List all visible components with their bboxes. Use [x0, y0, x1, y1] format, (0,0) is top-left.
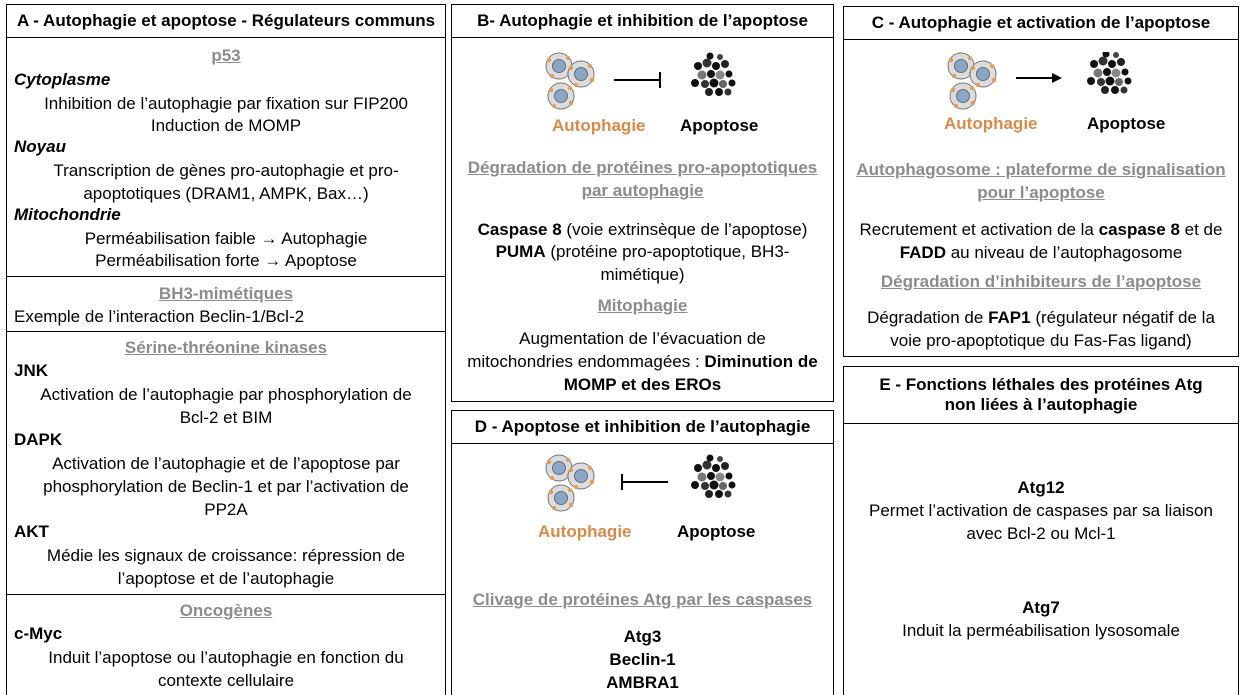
mitophagie-heading: Mitophagie	[597, 296, 688, 315]
panel-a-kinases-box: Sérine-thréonine kinases JNK Activation …	[6, 331, 446, 595]
panel-a-title: A - Autophagie et apoptose - Régulateurs…	[6, 4, 446, 38]
recrutement-line-1c: et de	[1179, 220, 1223, 239]
panel-d-label-autophagie: Autophagie	[538, 522, 632, 541]
puma-text: (protéine pro-apoptotique, BH3-	[545, 242, 790, 261]
mitophagie-line-1: Augmentation de l’évacuation de	[519, 329, 766, 348]
kinases-heading: Sérine-thréonine kinases	[124, 338, 328, 357]
caspase8-label: Caspase 8	[477, 220, 562, 239]
atg-item: Beclin-1	[609, 650, 676, 669]
puma-label: PUMA	[495, 242, 546, 261]
panel-e-title-line-1: E - Fonctions léthales des protéines Atg	[879, 374, 1203, 394]
autophagie-activates-apoptose-icon	[947, 52, 1132, 110]
panel-b-title: B- Autophagie et inhibition de l’apoptos…	[451, 4, 834, 38]
noyau-label: Noyau	[14, 137, 66, 156]
cytoplasme-line-2: Induction de MOMP	[150, 116, 302, 135]
panel-e-title-line-2: non liées à l’autophagie	[944, 395, 1138, 414]
degradation-line-2: voie pro-apoptotique du Fas-Fas ligand)	[890, 331, 1192, 350]
panel-c-section-1-line-2: pour l’apoptose	[977, 183, 1105, 202]
degradation-line-1a: Dégradation de	[867, 308, 989, 327]
panel-a-p53-box: p53 Cytoplasme Inhibition de l’autophagi…	[6, 37, 446, 277]
bh3-line: Exemple de l’interaction Beclin-1/Bcl-2	[14, 307, 305, 326]
panel-d-box: Autophagie Apoptose Clivage de protéines…	[451, 443, 834, 695]
panel-e-title: E - Fonctions léthales des protéines Atg…	[843, 366, 1239, 424]
panel-c-section-1-line-1: Autophagosome : plateforme de signalisat…	[856, 160, 1226, 179]
onco-line-1: Induit l’apoptose ou l’autophagie en fon…	[48, 648, 404, 667]
panel-d-title-text: D - Apoptose et inhibition de l’autophag…	[474, 416, 811, 436]
atg7-line-1: Induit la perméabilisation lysosomale	[902, 621, 1180, 640]
degradation-line-1c: (régulateur négatif de la	[1030, 308, 1215, 327]
noyau-line-2: apoptotiques (DRAM1, AMPK, Bax…)	[83, 184, 369, 203]
cmyc-label: c-Myc	[14, 624, 63, 643]
akt-line-2: l’apoptose et de l’autophagie	[117, 569, 335, 588]
panel-c-box: Autophagie Apoptose Autophagosome : plat…	[843, 39, 1239, 357]
dapk-line-3: PP2A	[204, 500, 248, 519]
caspase8-text: (voie extrinsèque de l’apoptose)	[561, 220, 808, 239]
atg12-label: Atg12	[1017, 478, 1065, 497]
degradation-heading: Dégradation d’inhibiteurs de l’apoptose	[880, 272, 1202, 291]
panel-b-label-autophagie: Autophagie	[552, 116, 646, 135]
panel-c-title: C - Autophagie et activation de l’apopto…	[843, 6, 1239, 40]
mitophagie-line-2b: Diminution de	[704, 352, 818, 371]
panel-d-label-apoptose: Apoptose	[677, 522, 756, 541]
degradation-fap1: FAP1	[988, 308, 1031, 327]
cytoplasme-line-1: Inhibition de l’autophagie par fixation …	[44, 94, 408, 113]
puma-line-2: mimétique)	[600, 265, 685, 284]
recrutement-line-1a: Recrutement et activation de la	[859, 220, 1099, 239]
akt-label: AKT	[14, 522, 49, 541]
apoptose-inhibits-autophagie-icon	[545, 454, 736, 512]
jnk-label: JNK	[14, 361, 49, 380]
recrutement-line-2b: au niveau de l’autophagosome	[945, 243, 1183, 262]
panel-b-title-text: B- Autophagie et inhibition de l’apoptos…	[477, 10, 808, 30]
onco-line-2: contexte cellulaire	[157, 671, 295, 690]
dapk-line-2: phosphorylation de Beclin-1 et par l’act…	[43, 477, 409, 496]
mitophagie-line-2a: mitochondries endommagées :	[467, 352, 705, 371]
mitochondrie-line-2: Perméabilisation forte → Apoptose	[95, 251, 357, 270]
panel-c-label-apoptose: Apoptose	[1087, 114, 1166, 133]
jnk-line-1: Activation de l’autophagie par phosphory…	[40, 385, 412, 404]
atg12-line-1: Permet l’activation de caspases par sa l…	[869, 501, 1213, 520]
mitophagie-line-3: MOMP et des EROs	[563, 375, 722, 394]
panel-c-label-autophagie: Autophagie	[944, 114, 1038, 133]
panel-a-onco-box: Oncogènes c-Myc Induit l’apoptose ou l’a…	[6, 594, 446, 695]
bh3-heading: BH3-mimétiques	[158, 284, 294, 303]
panel-b-section-1-line-1: Dégradation de protéines pro-apoptotique…	[467, 158, 818, 177]
atg-item: Atg3	[623, 627, 662, 646]
panel-b-section-1-line-2: par autophagie	[581, 181, 704, 200]
cytoplasme-label: Cytoplasme	[14, 70, 111, 89]
panel-c-title-text: C - Autophagie et activation de l’apopto…	[871, 12, 1211, 32]
panel-e-box: Atg12 Permet l’activation de caspases pa…	[843, 423, 1239, 695]
mitochondrie-label: Mitochondrie	[14, 205, 121, 224]
dapk-line-1: Activation de l’autophagie et de l’apopt…	[52, 454, 400, 473]
atg7-label: Atg7	[1022, 598, 1060, 617]
panel-a-title-text: A - Autophagie et apoptose - Régulateurs…	[16, 10, 436, 30]
jnk-line-2: Bcl-2 et BIM	[179, 408, 273, 427]
noyau-line-1: Transcription de gènes pro-autophagie et…	[53, 161, 399, 180]
recrutement-fadd: FADD	[899, 243, 946, 262]
panel-b-label-apoptose: Apoptose	[680, 116, 759, 135]
mitochondrie-line-1: Perméabilisation faible → Autophagie	[84, 229, 368, 248]
panel-a-bh3-box: BH3-mimétiques Exemple de l’interaction …	[6, 276, 446, 332]
dapk-label: DAPK	[14, 430, 63, 449]
panel-d-title: D - Apoptose et inhibition de l’autophag…	[451, 410, 834, 444]
atg-item: AMBRA1	[606, 673, 679, 692]
autophagie-inhibits-apoptose-icon	[545, 52, 736, 110]
atg12-line-2: avec Bcl-2 ou Mcl-1	[966, 524, 1116, 543]
recrutement-caspase8: caspase 8	[1098, 220, 1180, 239]
onco-heading: Oncogènes	[179, 601, 273, 620]
p53-heading: p53	[211, 46, 241, 65]
akt-line-1: Médie les signaux de croissance: répress…	[46, 546, 406, 565]
clivage-heading: Clivage de protéines Atg par les caspase…	[472, 590, 813, 609]
panel-b-box: Autophagie Apoptose Dégradation de proté…	[451, 37, 834, 402]
